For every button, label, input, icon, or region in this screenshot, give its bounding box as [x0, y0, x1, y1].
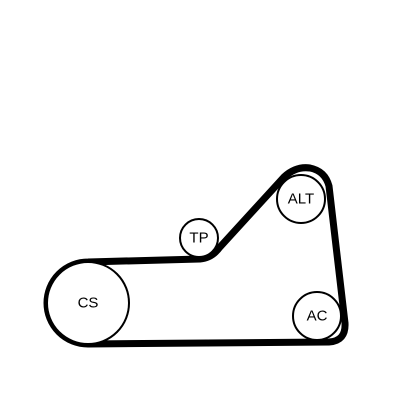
pulley-tp: TP — [179, 218, 219, 258]
pulley-cs-circle — [46, 261, 130, 345]
pulley-tp-label: TP — [189, 230, 208, 247]
pulley-cs-label: CS — [78, 295, 99, 312]
pulley-alt: ALT — [276, 174, 326, 224]
pulley-alt-circle — [276, 174, 326, 224]
pulley-cs: CS — [46, 261, 130, 345]
pulley-ac-label: AC — [307, 308, 328, 325]
pulley-tp-circle — [179, 218, 219, 258]
pulley-ac: AC — [292, 291, 342, 341]
pulley-alt-label: ALT — [288, 191, 314, 208]
pulley-ac-circle — [292, 291, 342, 341]
